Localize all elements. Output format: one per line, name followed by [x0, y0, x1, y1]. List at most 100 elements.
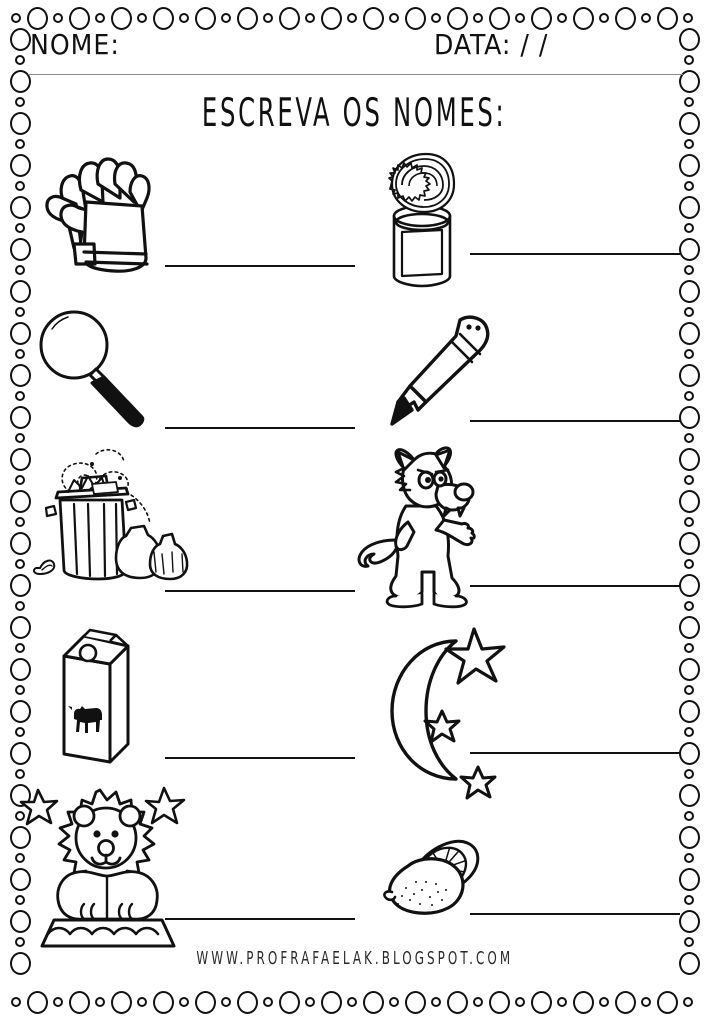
border-dot-left: [15, 559, 25, 569]
lemon-icon: [372, 820, 512, 930]
border-dot-right: [678, 195, 700, 219]
border-dot-top: [614, 6, 636, 30]
border-dot-right: [684, 349, 694, 359]
border-dot-bottom: [515, 997, 525, 1007]
answer-line[interactable]: [470, 420, 680, 422]
footer-credit: WWW.PROFRAFAELAK.BLOGSPOT.COM: [196, 949, 513, 969]
border-dot-top: [26, 6, 48, 30]
border-dot-top: [683, 13, 693, 23]
answer-line[interactable]: [470, 253, 680, 255]
border-dot-bottom: [278, 990, 300, 1014]
border-dot-right: [684, 727, 694, 737]
border-dot-left: [9, 615, 31, 639]
circus-lion-icon: [14, 776, 194, 948]
border-dot-left: [15, 181, 25, 191]
border-dot-top: [656, 6, 678, 30]
border-dot-right: [678, 909, 700, 933]
border-dot-left: [15, 139, 25, 149]
border-dot-top: [221, 13, 231, 23]
border-dot-bottom: [572, 990, 594, 1014]
border-dot-bottom: [152, 990, 174, 1014]
border-dot-top: [320, 6, 342, 30]
border-dot-left: [9, 741, 31, 765]
border-dot-left: [9, 489, 31, 513]
border-dot-right: [678, 825, 700, 849]
date-field-label: DATA: / /: [434, 28, 549, 61]
border-dot-bottom: [362, 990, 384, 1014]
border-dot-right: [684, 433, 694, 443]
border-dot-right: [678, 279, 700, 303]
border-dot-right: [684, 265, 694, 275]
border-dot-right: [684, 559, 694, 569]
border-dot-bottom: [320, 990, 342, 1014]
border-dot-bottom: [641, 997, 651, 1007]
border-dot-left: [9, 447, 31, 471]
border-dot-top: [68, 6, 90, 30]
border-dot-right: [678, 741, 700, 765]
border-dot-bottom: [263, 997, 273, 1007]
header-divider: [28, 74, 683, 75]
border-dot-top: [641, 13, 651, 23]
border-dot-left: [15, 601, 25, 611]
answer-line[interactable]: [165, 757, 355, 759]
border-dot-bottom: [194, 990, 216, 1014]
border-dot-left: [9, 405, 31, 429]
trash-can-icon: [30, 440, 200, 600]
border-dot-left: [9, 237, 31, 261]
border-dot-top: [263, 13, 273, 23]
border-dot-top: [194, 6, 216, 30]
border-dot-right: [684, 223, 694, 233]
border-dot-left: [15, 433, 25, 443]
border-dot-right: [684, 895, 694, 905]
border-dot-bottom: [305, 997, 315, 1007]
border-dot-left: [15, 307, 25, 317]
border-dot-right: [684, 55, 694, 65]
border-dot-bottom: [221, 997, 231, 1007]
border-dot-right: [678, 783, 700, 807]
border-dot-left: [9, 699, 31, 723]
border-dot-top: [179, 13, 189, 23]
border-dot-right: [678, 867, 700, 891]
answer-line[interactable]: [165, 590, 355, 592]
border-dot-top: [557, 13, 567, 23]
answer-line[interactable]: [165, 427, 355, 429]
border-dot-right: [678, 69, 700, 93]
milk-carton-icon: [52, 620, 172, 770]
border-dot-left: [15, 475, 25, 485]
border-dot-bottom: [68, 990, 90, 1014]
answer-line[interactable]: [470, 585, 680, 587]
border-dot-bottom: [236, 990, 258, 1014]
border-dot-top: [347, 13, 357, 23]
border-dot-right: [678, 489, 700, 513]
border-dot-right: [684, 517, 694, 527]
answer-line[interactable]: [470, 913, 680, 915]
answer-line[interactable]: [470, 752, 680, 754]
border-dot-top: [110, 6, 132, 30]
border-dot-left: [15, 223, 25, 233]
border-dot-right: [678, 27, 700, 51]
border-dot-right: [684, 937, 694, 947]
border-dot-left: [15, 685, 25, 695]
border-dot-bottom: [11, 997, 21, 1007]
answer-line[interactable]: [165, 918, 355, 920]
border-dot-top: [362, 6, 384, 30]
border-dot-bottom: [431, 997, 441, 1007]
border-dot-bottom: [179, 997, 189, 1007]
header-row: NOME: DATA: / /: [30, 28, 680, 70]
pencil-icon: [388, 306, 518, 436]
border-dot-left: [9, 657, 31, 681]
border-dot-top: [53, 13, 63, 23]
border-dot-top: [431, 13, 441, 23]
border-dot-bottom: [446, 990, 468, 1014]
border-dot-right: [684, 139, 694, 149]
border-dot-bottom: [26, 990, 48, 1014]
border-dot-top: [473, 13, 483, 23]
border-dot-bottom: [530, 990, 552, 1014]
border-dot-left: [15, 727, 25, 737]
border-dot-bottom: [488, 990, 510, 1014]
border-dot-left: [9, 69, 31, 93]
border-dot-right: [684, 769, 694, 779]
border-dot-right: [678, 321, 700, 345]
answer-line[interactable]: [165, 265, 355, 267]
border-dot-bottom: [683, 997, 693, 1007]
